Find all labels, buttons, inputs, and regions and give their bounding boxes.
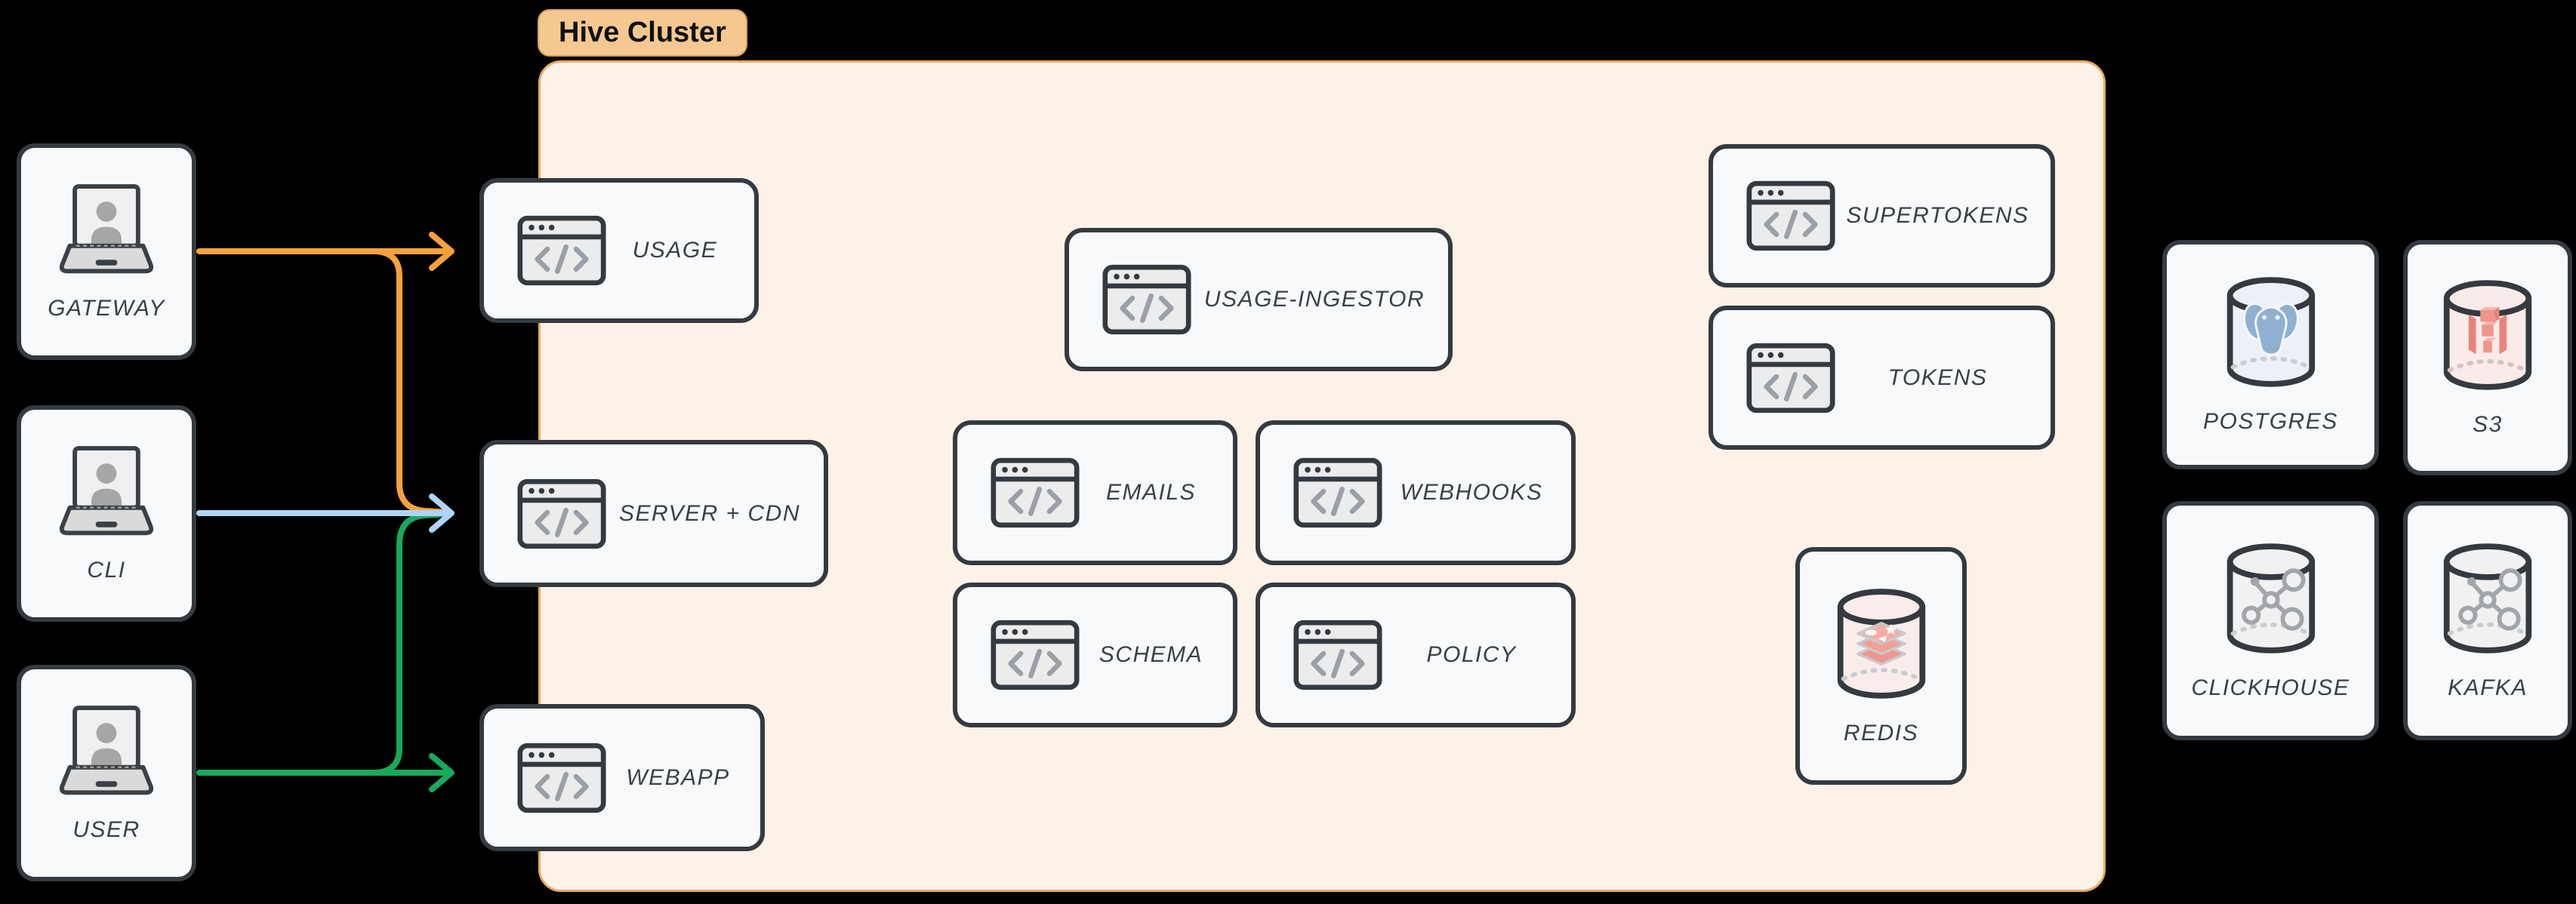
code-window-icon	[1746, 180, 1835, 251]
laptop-user-icon	[43, 704, 170, 798]
laptop-user-icon	[43, 183, 170, 276]
node-label: SCHEMA	[1098, 642, 1203, 667]
code-window-icon	[1746, 343, 1835, 414]
node-label: USAGE	[632, 238, 718, 263]
node-label: KAFKA	[2448, 675, 2528, 700]
node-label: USAGE-INGESTOR	[1203, 287, 1425, 312]
node-clickhouse: CLICKHOUSE	[2162, 501, 2379, 740]
node-schema: SCHEMA	[953, 583, 1237, 727]
code-window-icon	[517, 743, 606, 813]
node-postgres: POSTGRES	[2162, 240, 2379, 469]
edge-user-green	[196, 511, 454, 792]
node-kafka: KAFKA	[2403, 501, 2572, 740]
node-label: CLICKHOUSE	[2191, 675, 2350, 700]
node-label: CLI	[87, 557, 126, 583]
node-label: USER	[72, 816, 140, 842]
redis-db-icon	[1833, 586, 1930, 701]
node-label: EMAILS	[1105, 480, 1197, 505]
code-window-icon	[1102, 264, 1191, 335]
code-window-icon	[517, 215, 606, 286]
code-window-icon	[1293, 620, 1382, 690]
node-label: SERVER + CDN	[618, 500, 800, 526]
node-usage: USAGE	[479, 178, 759, 323]
node-cli: CLI	[17, 405, 196, 622]
code-window-icon	[991, 620, 1080, 690]
node-server-cdn: SERVER + CDN	[479, 440, 828, 587]
code-window-icon	[517, 478, 606, 549]
node-tokens: TOKENS	[1709, 306, 2055, 450]
node-label: REDIS	[1843, 720, 1919, 746]
node-webhooks: WEBHOOKS	[1256, 420, 1576, 565]
cluster-title-pill: Hive Cluster	[538, 9, 747, 57]
node-label: POSTGRES	[2203, 409, 2338, 434]
postgres-db-icon	[2223, 275, 2319, 389]
node-label: GATEWAY	[48, 295, 165, 321]
node-label: WEBHOOKS	[1400, 480, 1543, 505]
code-window-icon	[991, 457, 1080, 528]
node-label: WEBAPP	[626, 764, 730, 790]
clickhouse-db-icon	[2223, 541, 2319, 656]
code-window-icon	[1293, 457, 1382, 528]
s3-db-icon	[2439, 278, 2536, 392]
kafka-db-icon	[2439, 541, 2536, 656]
node-user: USER	[17, 665, 196, 881]
edge-cli-blue	[196, 494, 454, 533]
node-label: SUPERTOKENS	[1846, 203, 2029, 228]
node-label: TOKENS	[1887, 364, 1988, 390]
node-s3: S3	[2403, 240, 2572, 475]
edge-gateway-orange	[196, 232, 454, 515]
node-emails: EMAILS	[953, 420, 1237, 565]
node-policy: POLICY	[1256, 583, 1576, 727]
node-supertokens: SUPERTOKENS	[1709, 144, 2055, 287]
node-webapp: WEBAPP	[479, 704, 765, 851]
node-redis: REDIS	[1795, 547, 1967, 785]
laptop-user-icon	[43, 444, 170, 538]
node-usage-ingestor: USAGE-INGESTOR	[1065, 228, 1453, 371]
node-gateway: GATEWAY	[17, 143, 196, 360]
node-label: POLICY	[1426, 642, 1517, 667]
node-label: S3	[2473, 412, 2503, 437]
